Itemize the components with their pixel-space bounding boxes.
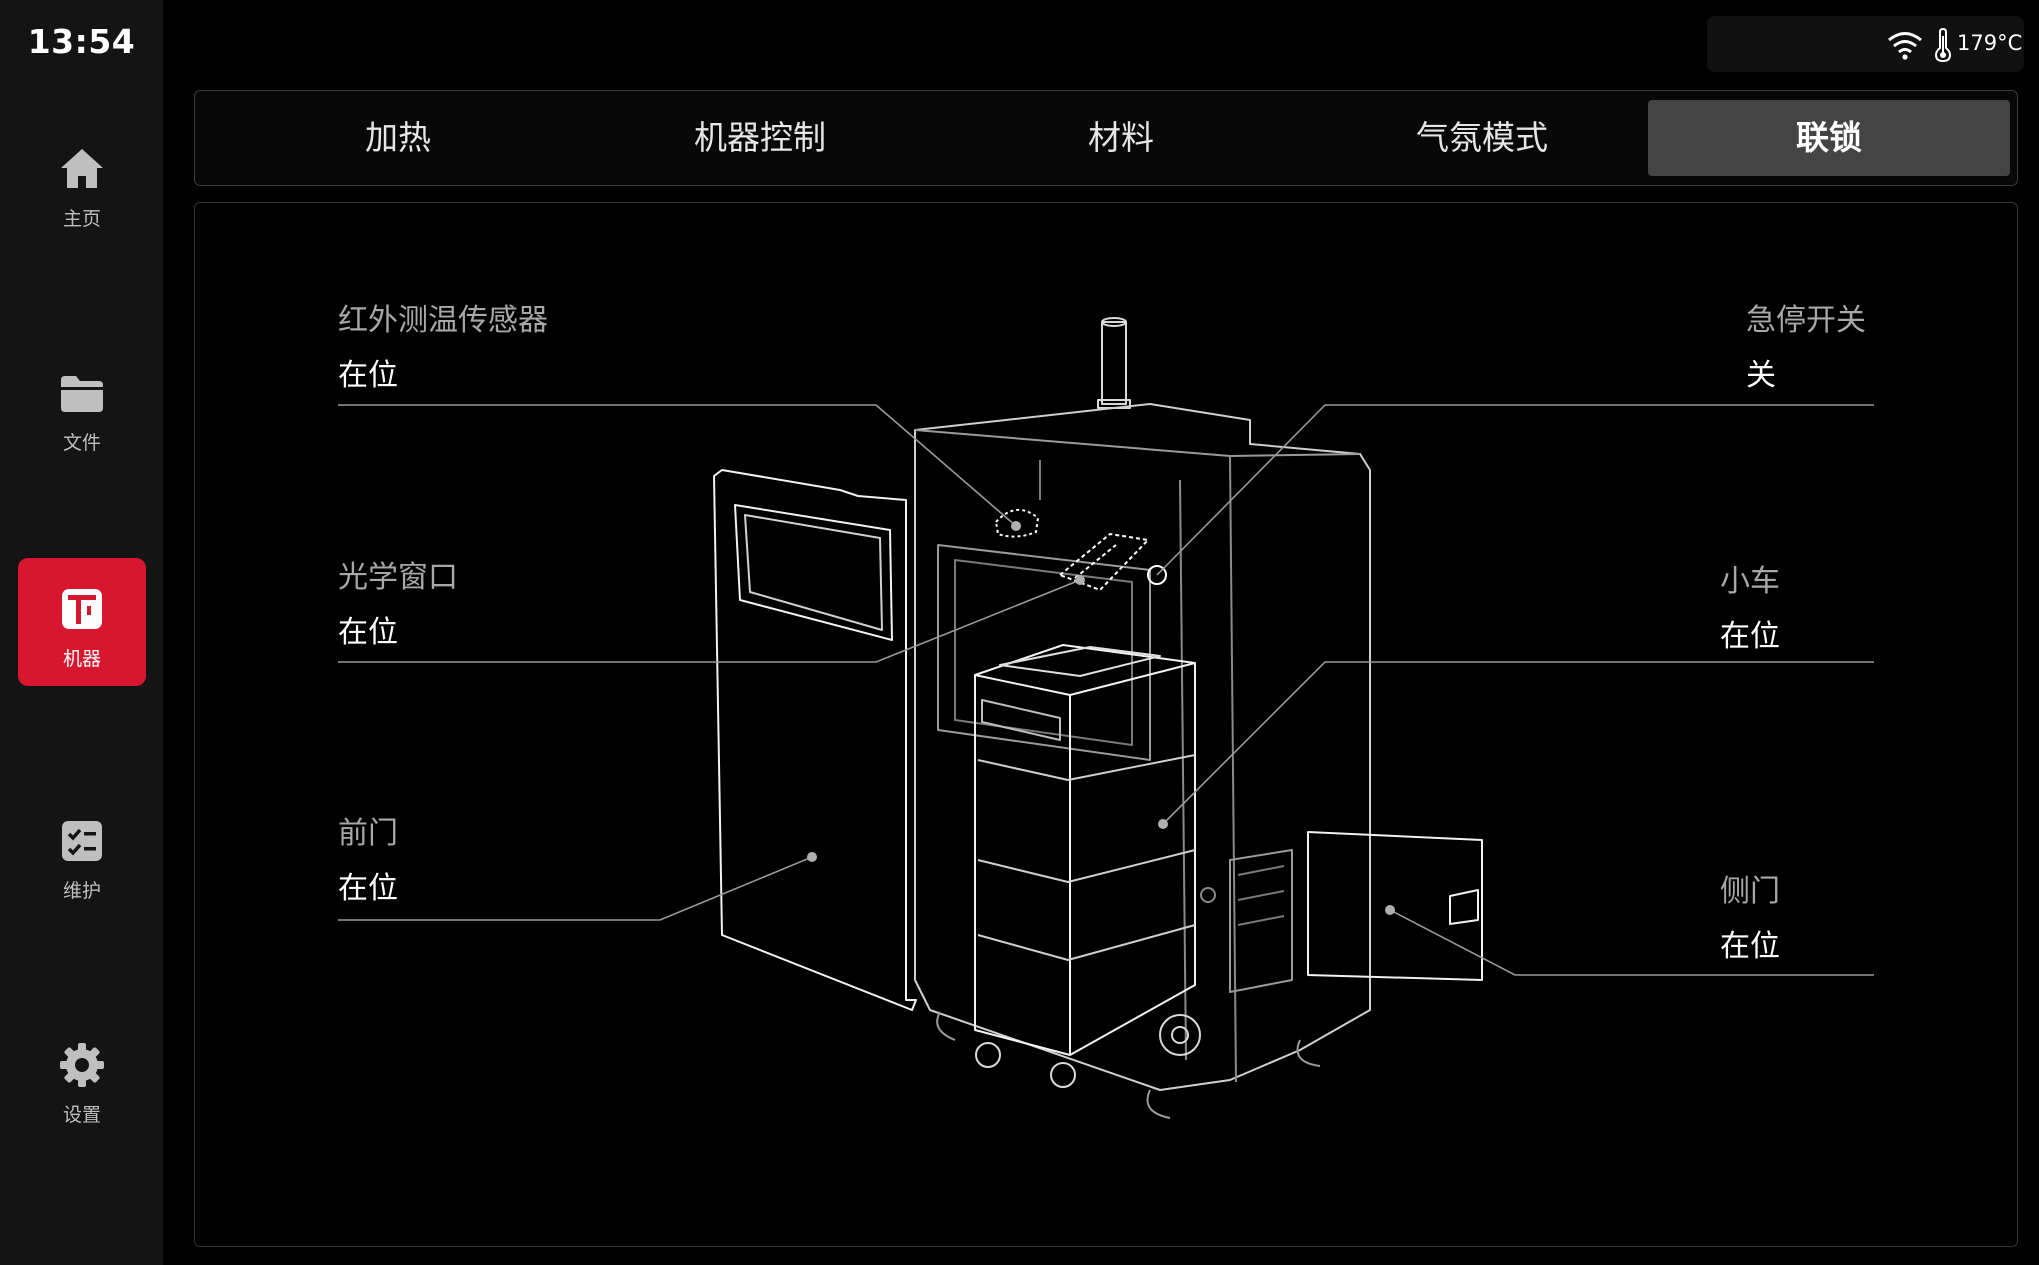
- sidebar-item-maintenance[interactable]: 维护: [18, 790, 146, 918]
- sidebar-item-files[interactable]: 文件: [18, 342, 146, 470]
- cart-label: 小车: [1720, 564, 1780, 599]
- front-door-status: 在位: [338, 871, 398, 906]
- sidebar-item-machine[interactable]: 机器: [18, 558, 146, 686]
- sidebar-item-label: 设置: [62, 1104, 101, 1126]
- wifi-icon: [1888, 32, 1922, 60]
- emergency-stop-label: 急停开关: [1746, 303, 1866, 338]
- interlock-panel: [194, 202, 2018, 1247]
- machine-icon: [62, 589, 102, 629]
- side-door-label: 侧门: [1720, 874, 1780, 909]
- tab-materials[interactable]: 材料: [1088, 118, 1154, 157]
- side-door-status: 在位: [1720, 929, 1780, 964]
- status-bar: 179°C: [1707, 16, 2024, 72]
- folder-icon: [61, 376, 103, 412]
- sidebar-item-label: 机器: [62, 648, 101, 670]
- sidebar-item-home[interactable]: 主页: [18, 118, 146, 246]
- sidebar-item-settings[interactable]: 设置: [18, 1014, 146, 1142]
- front-door-label: 前门: [338, 816, 398, 851]
- cart-status: 在位: [1720, 619, 1780, 654]
- thermometer-icon: [1934, 28, 1952, 62]
- optical-window-status: 在位: [338, 615, 398, 650]
- infrared-sensor-status: 在位: [338, 358, 398, 393]
- temperature-readout: 179°C: [1957, 31, 2023, 55]
- maintenance-icon: [62, 821, 102, 861]
- tab-bar: 加热 机器控制 材料 气氛模式 联锁: [194, 90, 2018, 186]
- tab-machine-control[interactable]: 机器控制: [694, 118, 826, 157]
- infrared-sensor-label: 红外测温传感器: [338, 303, 548, 338]
- emergency-stop-status: 关: [1746, 358, 1776, 393]
- home-icon: [61, 149, 103, 188]
- sidebar-item-label: 文件: [62, 432, 101, 454]
- tab-heating[interactable]: 加热: [365, 118, 431, 157]
- tab-atmosphere-mode[interactable]: 气氛模式: [1416, 118, 1548, 157]
- sidebar-item-label: 维护: [62, 880, 101, 902]
- gear-icon: [60, 1043, 104, 1087]
- clock: 13:54: [27, 22, 136, 61]
- sidebar: 13:54 主页 文件 机器 维护: [0, 0, 163, 1265]
- sidebar-item-label: 主页: [62, 208, 101, 230]
- tab-interlock[interactable]: 联锁: [1648, 100, 2010, 176]
- optical-window-label: 光学窗口: [338, 560, 458, 595]
